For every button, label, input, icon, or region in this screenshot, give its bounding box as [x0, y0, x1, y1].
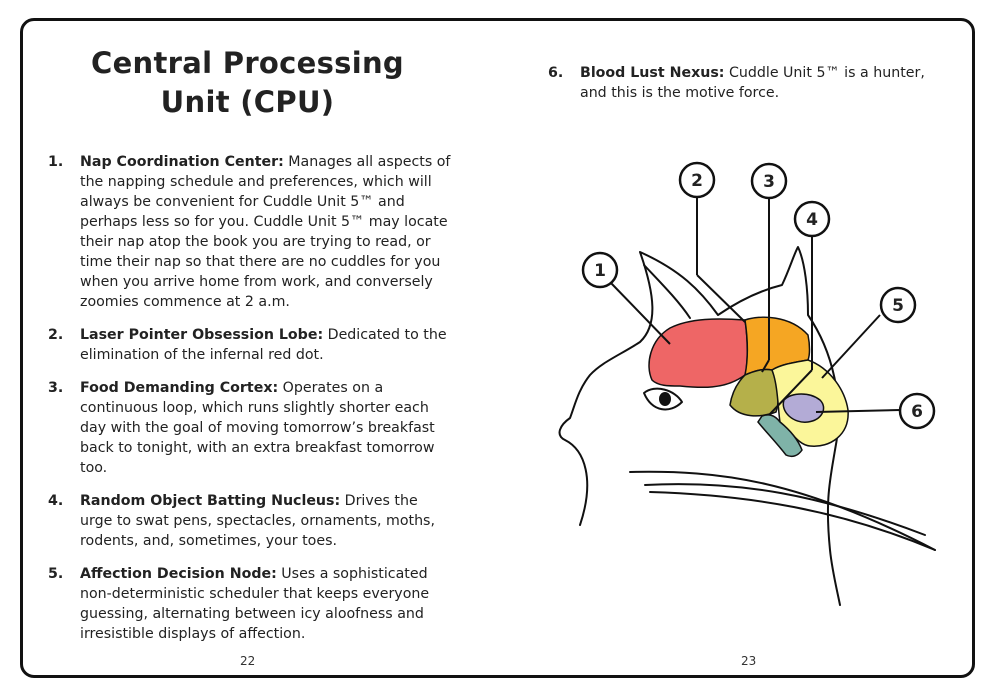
item-term: Random Object Batting Nucleus:: [80, 493, 341, 509]
item-number: 3.: [48, 380, 64, 396]
callout-circle-4: [793, 200, 831, 238]
list-item: 3. Food Demanding Cortex: Operates on a c…: [48, 378, 453, 478]
callout-label-3: 3: [763, 172, 775, 192]
item-text: Dedicated to the elimination of the infe…: [80, 327, 447, 363]
leader-line-1: [609, 281, 671, 345]
cat-brain-diagram: 1 2 3 4 5 6: [558, 161, 936, 606]
cat-inner-ear: [643, 264, 691, 319]
item-text: Uses a sophisticated non-deterministic s…: [80, 566, 430, 642]
list-item: 4. Random Object Batting Nucleus: Drives …: [48, 491, 453, 551]
brain-region-4: [757, 414, 803, 458]
leader-line-4b: [769, 369, 813, 415]
item-text: Cuddle Unit 5™ is a hunter, and this is …: [580, 65, 925, 101]
callout-label-4: 4: [806, 210, 818, 230]
callout-circle-1: [581, 251, 619, 289]
leader-line-3b: [761, 359, 770, 373]
item-text: Drives the urge to swat pens, spectacles…: [80, 493, 435, 549]
leader-line-6: [815, 409, 901, 413]
item-number: 1.: [48, 154, 64, 170]
item-term: Nap Coordination Center:: [80, 154, 284, 170]
callout-circle-3: [750, 162, 788, 200]
page-number-left: 22: [240, 654, 256, 668]
cat-whisker: [649, 491, 936, 551]
callout-circle-6: [898, 392, 936, 430]
list-item: 2. Laser Pointer Obsession Lobe: Dedicate…: [48, 325, 453, 365]
callout-circle-2: [678, 161, 716, 199]
brain-region-6: [782, 393, 825, 423]
cat-outline: [558, 246, 841, 606]
list-item: 1. Nap Coordination Center: Manages all a…: [48, 152, 453, 312]
callout-label-2: 2: [691, 171, 703, 191]
title-line-2: Unit (CPU): [160, 85, 335, 119]
item-term: Food Demanding Cortex:: [80, 380, 279, 396]
item-term: Blood Lust Nexus:: [580, 65, 725, 81]
title-line-1: Central Processing: [91, 46, 404, 80]
item-number: 6.: [548, 65, 564, 81]
item-number: 2.: [48, 327, 64, 343]
item-text: Operates on a continuous loop, which run…: [80, 380, 435, 476]
page-title: Central Processing Unit (CPU): [60, 44, 435, 122]
callout-label-1: 1: [594, 261, 606, 281]
callout-label-6: 6: [911, 402, 923, 422]
page-number-right: 23: [741, 654, 757, 668]
brain-regions-list: 1. Nap Coordination Center: Manages all a…: [48, 152, 453, 657]
item-text: Manages all aspects of the napping sched…: [80, 154, 451, 310]
list-item-6: 6. Blood Lust Nexus: Cuddle Unit 5™ is a …: [548, 63, 943, 103]
cat-pupil: [659, 392, 671, 406]
list-item: 5. Affection Decision Node: Uses a sophis…: [48, 564, 453, 644]
item-term: Laser Pointer Obsession Lobe:: [80, 327, 324, 343]
book-spread-frame: [20, 18, 975, 678]
brain-region-1: [648, 318, 748, 389]
item-number: 5.: [48, 566, 64, 582]
item-term: Affection Decision Node:: [80, 566, 277, 582]
callout-circle-5: [879, 286, 917, 324]
leader-line-2b: [696, 274, 746, 323]
cat-whisker: [644, 483, 926, 536]
leader-line-5: [821, 314, 881, 379]
callout-label-5: 5: [892, 296, 904, 316]
cat-whisker: [629, 470, 936, 551]
cat-eye: [643, 387, 683, 411]
item-number: 4.: [48, 493, 64, 509]
